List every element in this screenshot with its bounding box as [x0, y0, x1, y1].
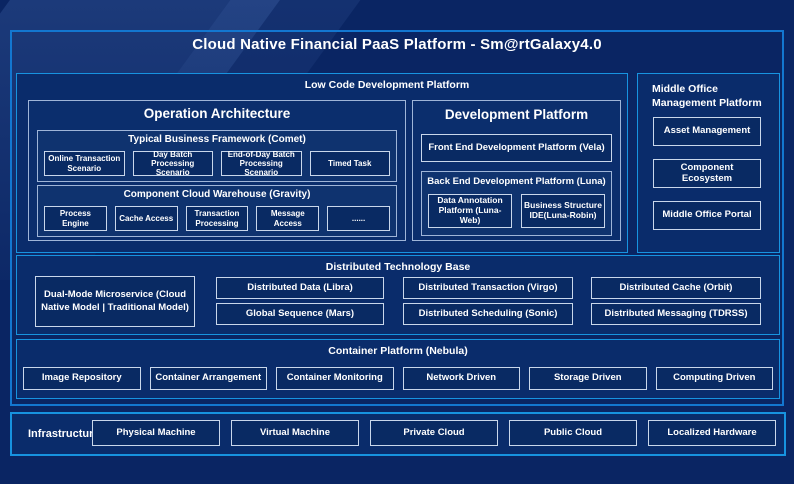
box-distributed-cache: Distributed Cache (Orbit) [591, 277, 761, 299]
main-frame [10, 30, 784, 406]
box-container-arrangement: Container Arrangement [149, 367, 267, 390]
infrastructure-row: Physical Machine Virtual Machine Private… [92, 420, 776, 446]
box-distributed-data: Distributed Data (Libra) [216, 277, 384, 299]
box-network-driven: Network Driven [402, 367, 520, 390]
box-timed-task: Timed Task [309, 151, 390, 176]
panel-operation-architecture: Operation Architecture Typical Business … [28, 100, 406, 241]
box-business-structure-ide: Business Structure IDE(Luna-Robin) [521, 194, 605, 228]
back-end-row: Data Annotation Platform (Luna-Web) Busi… [428, 194, 605, 228]
section-middle-office-management-platform: Middle Office Management Platform Asset … [637, 73, 780, 253]
box-dual-mode-microservice: Dual-Mode Microservice (Cloud Native Mod… [35, 276, 195, 327]
box-distributed-messaging: Distributed Messaging (TDRSS) [591, 303, 761, 325]
box-online-transaction-scenario: Online Transaction Scenario [44, 151, 125, 176]
box-image-repository: Image Repository [23, 367, 141, 390]
panel-development-platform: Development Platform Front End Developme… [412, 100, 621, 241]
page-title: Cloud Native Financial PaaS Platform - S… [192, 36, 602, 53]
box-middle-office-portal: Middle Office Portal [653, 201, 761, 230]
box-virtual-machine: Virtual Machine [231, 420, 359, 446]
typical-business-framework-row: Online Transaction Scenario Day Batch Pr… [44, 150, 390, 177]
section-container-platform: Container Platform (Nebula) Image Reposi… [16, 339, 780, 399]
box-distributed-scheduling: Distributed Scheduling (Sonic) [403, 303, 573, 325]
box-computing-driven: Computing Driven [655, 367, 773, 390]
box-cache-access: Cache Access [114, 206, 178, 231]
box-public-cloud: Public Cloud [509, 420, 637, 446]
low-code-title: Low Code Development Platform [304, 79, 470, 91]
typical-business-framework-title: Typical Business Framework (Comet) [128, 134, 306, 145]
development-platform-title: Development Platform [444, 107, 589, 122]
box-container-monitoring: Container Monitoring [276, 367, 394, 390]
box-storage-driven: Storage Driven [529, 367, 647, 390]
component-cloud-warehouse-title: Component Cloud Warehouse (Gravity) [123, 189, 311, 200]
box-end-of-day-batch-processing-scenario: End-of-Day Batch Processing Scenario [221, 150, 302, 177]
box-data-annotation-platform: Data Annotation Platform (Luna-Web) [428, 194, 512, 228]
section-low-code-development-platform: Low Code Development Platform Operation … [16, 73, 628, 253]
box-distributed-transaction: Distributed Transaction (Virgo) [403, 277, 573, 299]
box-component-ecosystem: Component Ecosystem [653, 159, 761, 188]
middle-office-title: Middle Office Management Platform [652, 83, 762, 109]
box-day-batch-processing-scenario: Day Batch Processing Scenario [132, 150, 213, 177]
operation-architecture-title: Operation Architecture [143, 106, 291, 121]
component-cloud-warehouse-row: Process Engine Cache Access Transaction … [44, 206, 390, 231]
box-transaction-processing: Transaction Processing [185, 206, 249, 231]
box-front-end-development-platform: Front End Development Platform (Vela) [421, 134, 612, 162]
container-platform-title: Container Platform (Nebula) [328, 345, 468, 357]
box-global-sequence: Global Sequence (Mars) [216, 303, 384, 325]
section-distributed-technology-base: Distributed Technology Base Dual-Mode Mi… [16, 255, 780, 335]
box-localized-hardware: Localized Hardware [648, 420, 776, 446]
box-asset-management: Asset Management [653, 117, 761, 146]
box-physical-machine: Physical Machine [92, 420, 220, 446]
panel-typical-business-framework: Typical Business Framework (Comet) Onlin… [37, 130, 397, 182]
distributed-technology-base-title: Distributed Technology Base [325, 261, 471, 273]
infrastructure-title: Infrastructure [28, 428, 100, 440]
panel-component-cloud-warehouse: Component Cloud Warehouse (Gravity) Proc… [37, 185, 397, 237]
box-private-cloud: Private Cloud [370, 420, 498, 446]
box-message-access: Message Access [256, 206, 320, 231]
back-end-development-platform-title: Back End Development Platform (Luna) [427, 176, 606, 187]
container-platform-row: Image Repository Container Arrangement C… [23, 367, 773, 390]
box-process-engine: Process Engine [44, 206, 107, 231]
panel-back-end-development-platform: Back End Development Platform (Luna) Dat… [421, 171, 612, 236]
section-infrastructure: Infrastructure Physical Machine Virtual … [10, 412, 786, 456]
box-ellipsis: ...... [327, 206, 390, 231]
